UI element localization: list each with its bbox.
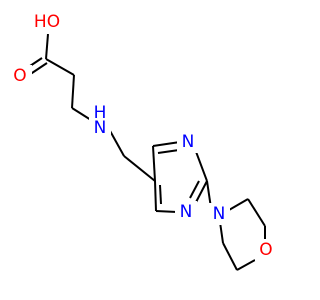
morpholine-oxygen-label: O: [259, 240, 272, 260]
pyrimidine-n1-bg: [177, 131, 199, 153]
amine-nitrogen-n-label: N: [94, 118, 107, 138]
bond-ring-c2-n3-inner: [189, 180, 200, 199]
morpholine-oxygen-bg: [255, 239, 277, 261]
pyrimidine-n1-label: N: [182, 132, 195, 152]
hydroxyl-oxygen-label: HO: [34, 12, 60, 32]
bond-ring-c5-c6: [152, 145, 156, 182]
amine-nitrogen-bg: [89, 103, 111, 137]
bond-morpholine-c1-c2: [247, 198, 266, 227]
amine-nitrogen-h-label: H: [94, 103, 107, 123]
bond-ring-c6-n1-inner: [157, 149, 180, 154]
bond-ring-n3-c4: [155, 210, 178, 213]
bonds: [20, 33, 266, 271]
pyrimidine-n3-label: N: [180, 202, 193, 222]
hydroxyl-oxygen-bg: [31, 10, 63, 34]
bond-c-n-amine: [71, 107, 92, 121]
bond-ring-c4-c5-inner: [159, 184, 162, 205]
pyrimidine-n3-bg: [175, 201, 197, 223]
bond-morpholine-c4-n: [219, 221, 224, 244]
bond-ring-c4-c5: [154, 180, 157, 212]
atom-labels: HO O H N N N N O: [10, 10, 277, 261]
bond-n-ch2: [108, 128, 125, 157]
bond-ring-c6-n1: [152, 141, 181, 147]
bond-ch2-ring: [123, 155, 156, 182]
bond-morpholine-c3-c4: [222, 242, 238, 271]
morpholine-nitrogen-label: N: [213, 204, 226, 224]
bond-c-c-beta: [71, 74, 75, 109]
bond-morpholine-n-c1: [228, 198, 249, 211]
chemical-structure: HO O H N N N N O: [10, 10, 277, 271]
carbonyl-oxygen-label: O: [13, 66, 26, 86]
morpholine-nitrogen-bg: [208, 203, 230, 225]
bond-ring-n1-c2: [194, 148, 208, 182]
bond-c-c-alpha: [45, 58, 75, 76]
carbonyl-oxygen-bg: [10, 65, 32, 87]
bond-carboxyl-o-c: [45, 33, 49, 60]
bond-morpholine-o-c3: [236, 259, 256, 271]
